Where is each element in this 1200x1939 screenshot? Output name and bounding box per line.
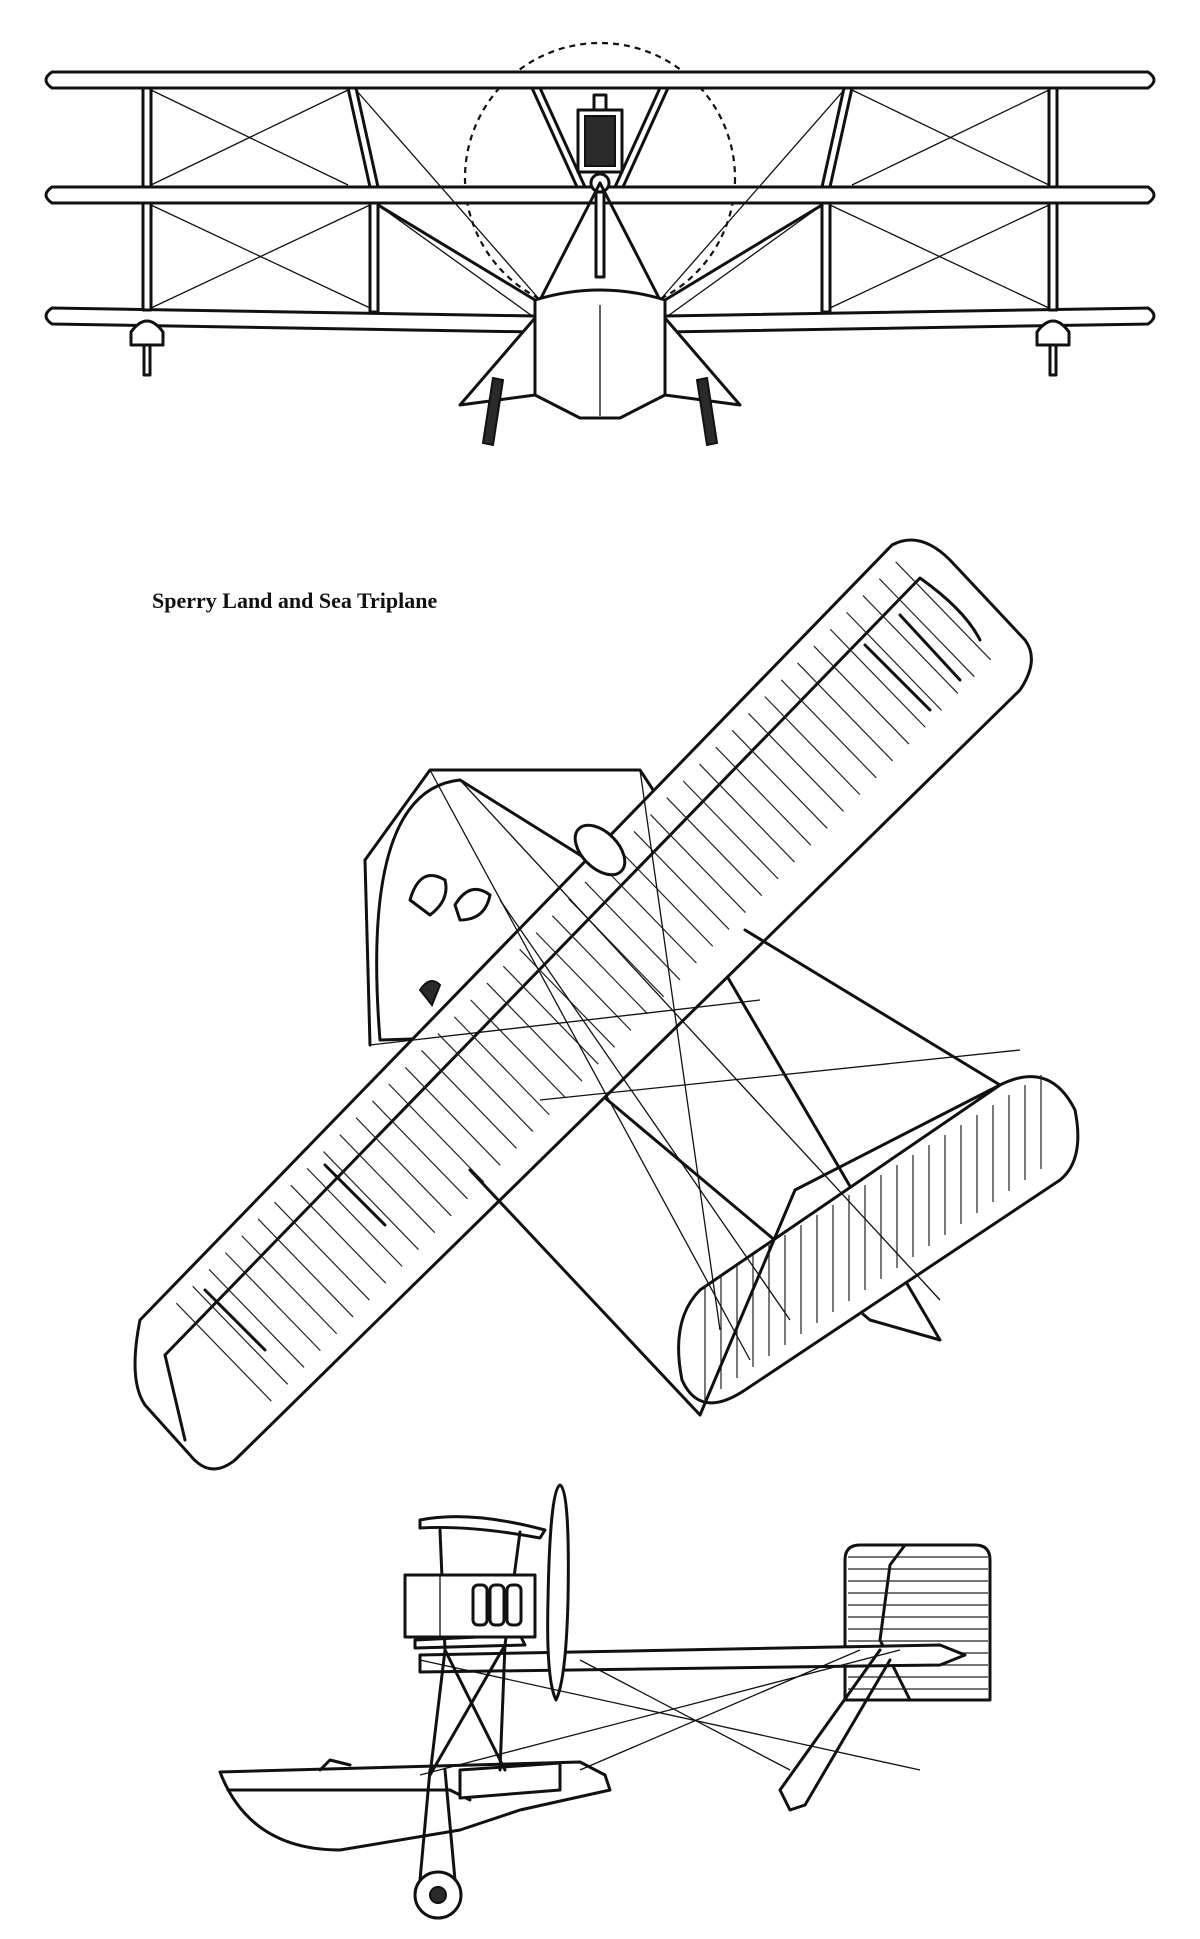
tail-float xyxy=(778,1648,892,1812)
rib-line xyxy=(715,746,812,846)
rib-line xyxy=(764,696,861,796)
rib-line xyxy=(470,999,567,1099)
wingtip-floats xyxy=(129,319,1071,377)
rib-line xyxy=(372,1100,468,1200)
rib-line xyxy=(878,578,975,678)
rib-line xyxy=(241,1235,338,1335)
engine-ring xyxy=(573,823,627,877)
tailplane xyxy=(677,1075,1080,1405)
rib-line xyxy=(846,611,943,711)
rib-line xyxy=(633,830,730,930)
cockpits xyxy=(408,874,492,922)
rib-line xyxy=(502,965,599,1065)
rib-line xyxy=(600,864,697,964)
rib-line xyxy=(829,628,926,728)
rib-line xyxy=(780,679,877,779)
rib-line xyxy=(584,881,681,981)
rib-line xyxy=(797,662,893,762)
side-top-wing xyxy=(418,1515,547,1540)
rib-line xyxy=(650,814,746,913)
rib-line xyxy=(339,1134,436,1234)
rib-line xyxy=(535,932,632,1031)
rib-line xyxy=(437,1033,534,1133)
rudder xyxy=(843,1543,992,1702)
rib-line xyxy=(257,1218,354,1318)
radiator xyxy=(584,115,616,167)
rib-line xyxy=(551,915,648,1015)
rib-line xyxy=(290,1184,387,1284)
side-lower-wing xyxy=(458,1761,562,1800)
rib-line xyxy=(175,1302,272,1402)
rib-line xyxy=(813,645,910,745)
rib-line xyxy=(404,1066,501,1166)
rib-line xyxy=(617,847,714,947)
front-view xyxy=(44,41,1156,447)
right-wheel xyxy=(695,376,719,447)
side-view xyxy=(218,1483,992,1920)
undercarriage xyxy=(413,1768,463,1920)
rib-line xyxy=(731,729,828,829)
propeller-side xyxy=(546,1483,570,1702)
rib-line xyxy=(666,797,763,897)
drawing-title: Sperry Land and Sea Triplane xyxy=(152,588,438,613)
rib-line xyxy=(748,713,844,812)
engine xyxy=(576,93,624,279)
rib-line xyxy=(699,763,795,863)
plan-view xyxy=(133,538,1080,1471)
rib-line xyxy=(486,982,583,1082)
rib-line xyxy=(355,1117,452,1217)
rib-line xyxy=(192,1285,289,1385)
rib-line xyxy=(224,1252,321,1352)
rib-line xyxy=(421,1050,517,1149)
rib-line xyxy=(323,1151,419,1250)
right-aileron xyxy=(863,613,962,712)
bracing-wires xyxy=(150,89,1050,319)
rib-line xyxy=(306,1167,403,1267)
left-wheel xyxy=(481,376,505,447)
rib-line xyxy=(682,780,779,880)
rib-line xyxy=(208,1269,305,1368)
interplane-struts xyxy=(141,86,1059,314)
rib-line xyxy=(862,595,959,694)
rib-line xyxy=(895,561,992,661)
engine-side xyxy=(403,1573,537,1639)
plan-bracing-wires xyxy=(369,769,1021,1361)
left-aileron xyxy=(203,1163,387,1352)
rib-line xyxy=(388,1083,485,1183)
main-wing-plan xyxy=(133,538,1033,1471)
rib-line xyxy=(274,1201,370,1301)
top-wing xyxy=(44,70,1156,90)
